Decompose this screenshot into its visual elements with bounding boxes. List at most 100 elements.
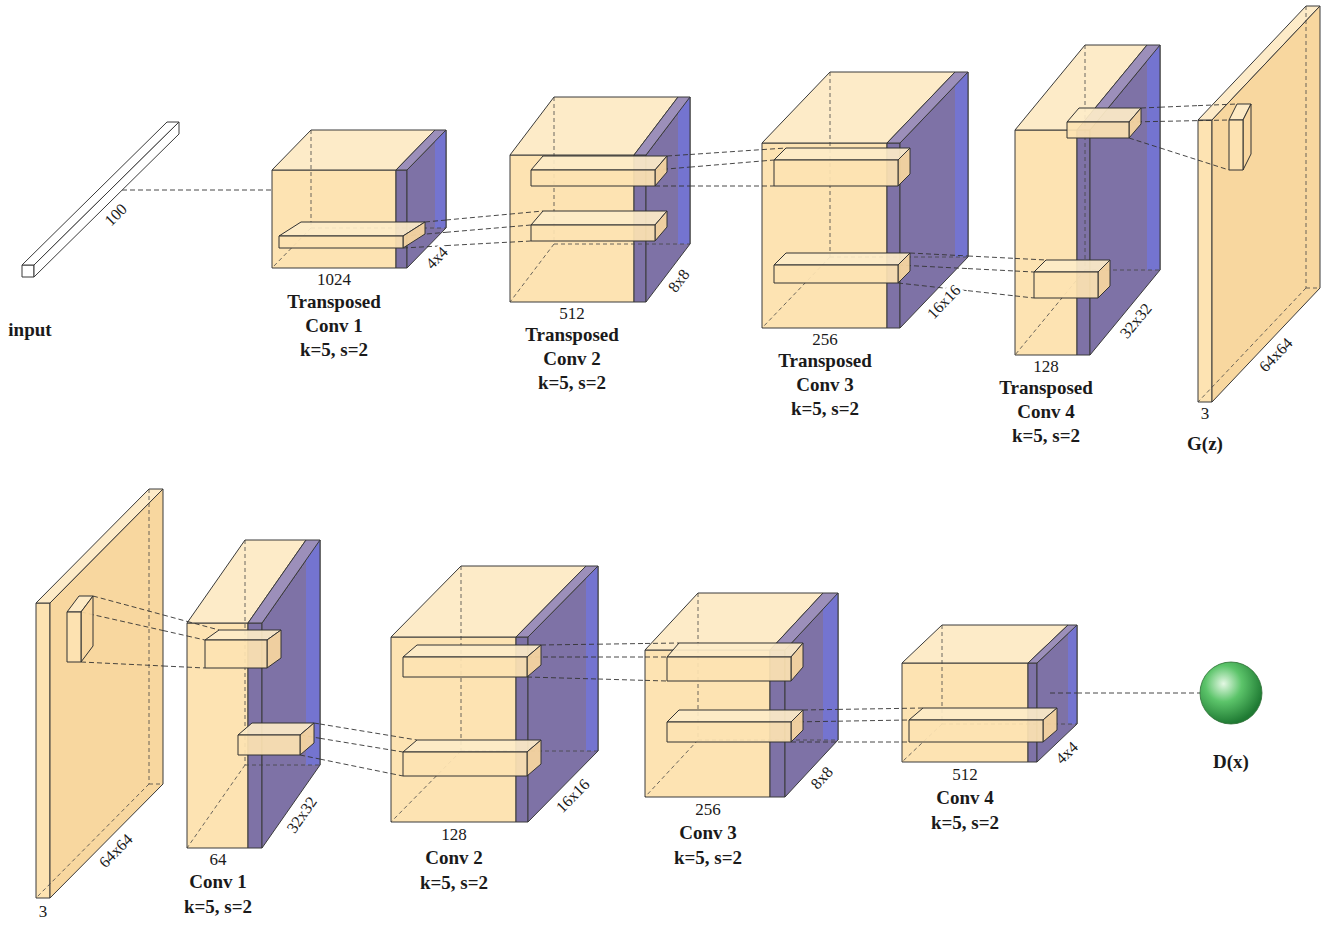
block-top-strip	[516, 566, 598, 637]
transposed-conv-block: 12832x32Transposed Conv 4k=5, s=2	[980, 35, 1175, 450]
channel-count: 3	[1201, 405, 1210, 423]
kernel-patch	[774, 160, 898, 186]
projection-line	[1015, 271, 1034, 273]
channel-count: 1024	[317, 271, 351, 289]
block-body	[1015, 45, 1160, 355]
kernel-patch	[531, 225, 655, 241]
kernel-patches	[909, 708, 1057, 742]
projection-line	[187, 636, 205, 640]
block-side-face	[900, 72, 968, 328]
projection-lines	[690, 150, 762, 186]
projection-line	[1015, 296, 1034, 298]
kernel-patches	[531, 156, 667, 241]
block-body	[1198, 6, 1320, 402]
channel-count: 256	[695, 801, 721, 819]
kernel-patches	[403, 645, 541, 776]
block-front-strip	[1077, 130, 1090, 355]
block-side-band	[1068, 625, 1077, 724]
kernel-patch	[667, 710, 803, 722]
projection-line	[803, 709, 838, 711]
block-edge	[320, 540, 321, 765]
block-body	[510, 97, 690, 302]
channel-count: 3	[39, 903, 48, 921]
block-side-band	[435, 130, 446, 228]
projection-line	[902, 742, 909, 743]
layer-name: Transposed Conv 2	[510, 323, 635, 371]
kernel-patch	[205, 640, 267, 668]
layer-name: Conv 4	[936, 786, 994, 810]
kernel-patch	[667, 657, 791, 681]
layer-name: Transposed Conv 3	[763, 349, 888, 397]
output-label: D(x)	[1213, 750, 1249, 774]
block-side-face	[1090, 45, 1160, 355]
inner-projection-lines	[187, 621, 320, 759]
projection-lines	[320, 724, 391, 774]
projection-line	[910, 253, 968, 256]
block-side-band	[1147, 45, 1160, 270]
kernel-patches	[774, 148, 910, 283]
block-body	[391, 566, 598, 822]
kernel-params: k=5, s=2	[674, 846, 742, 870]
kernel-patch	[1098, 260, 1110, 298]
hidden-edge	[245, 765, 320, 766]
block-front-face	[36, 603, 50, 898]
projection-line	[645, 680, 667, 682]
inner-projection-lines	[902, 693, 1077, 742]
channel-count: 512	[952, 766, 978, 784]
kernel-params: k=5, s=2	[791, 397, 859, 421]
conv-block-drawing	[380, 560, 610, 900]
projection-line	[645, 657, 667, 658]
projection-line	[541, 644, 598, 646]
kernel-patch	[1067, 108, 1141, 122]
projection-line	[510, 211, 543, 214]
block-edge	[598, 566, 599, 751]
kernel-patch	[774, 253, 910, 265]
block-side-band	[955, 72, 968, 257]
projection-line	[645, 643, 679, 644]
kernel-patch	[527, 740, 541, 776]
channel-count: 256	[812, 331, 838, 349]
block-edge	[1160, 45, 1161, 270]
latent-vector-drawing	[2, 115, 197, 350]
inner-projection-lines	[762, 148, 968, 291]
projection-line	[667, 154, 690, 156]
input-image: 64x643	[20, 482, 175, 924]
block-side-band	[823, 593, 838, 740]
block-edge	[1077, 625, 1078, 724]
block-side-face	[1212, 6, 1320, 402]
kernel-patch	[791, 710, 803, 742]
projection-lines	[163, 615, 187, 667]
block-edge	[690, 97, 691, 244]
output-sphere	[1200, 662, 1262, 724]
projection-line	[902, 708, 923, 709]
kernel-patch	[655, 211, 667, 241]
kernel-patch	[909, 720, 1043, 742]
projection-line	[902, 720, 909, 721]
projection-line	[1198, 160, 1229, 170]
kernel-patch	[403, 740, 541, 752]
inner-projection-lines	[510, 154, 690, 242]
projection-lines	[598, 644, 645, 681]
kernel-patch	[279, 236, 403, 248]
kernel-patch	[81, 596, 93, 662]
projection-lines	[122, 190, 272, 191]
projection-line	[1198, 120, 1229, 122]
layer-name: Transposed Conv 1	[272, 290, 397, 338]
kernel-patch	[909, 708, 1057, 720]
kernel-patch	[898, 148, 910, 186]
block-top-face	[22, 122, 179, 265]
block-edge	[968, 72, 969, 257]
hidden-edge	[510, 244, 554, 302]
kernel-patches	[1229, 104, 1251, 170]
channel-count: 128	[1033, 358, 1059, 376]
projection-lines	[1077, 693, 1200, 694]
hidden-edge	[149, 489, 150, 784]
hidden-edge	[149, 784, 163, 785]
transposed-conv-block-drawing	[495, 85, 710, 395]
hidden-edge	[554, 244, 690, 245]
projection-line	[1015, 258, 1046, 260]
hidden-edge	[1198, 288, 1306, 402]
transposed-conv-block: 25616x16Transposed Conv 3k=5, s=2	[750, 60, 978, 425]
projection-line	[791, 742, 838, 743]
